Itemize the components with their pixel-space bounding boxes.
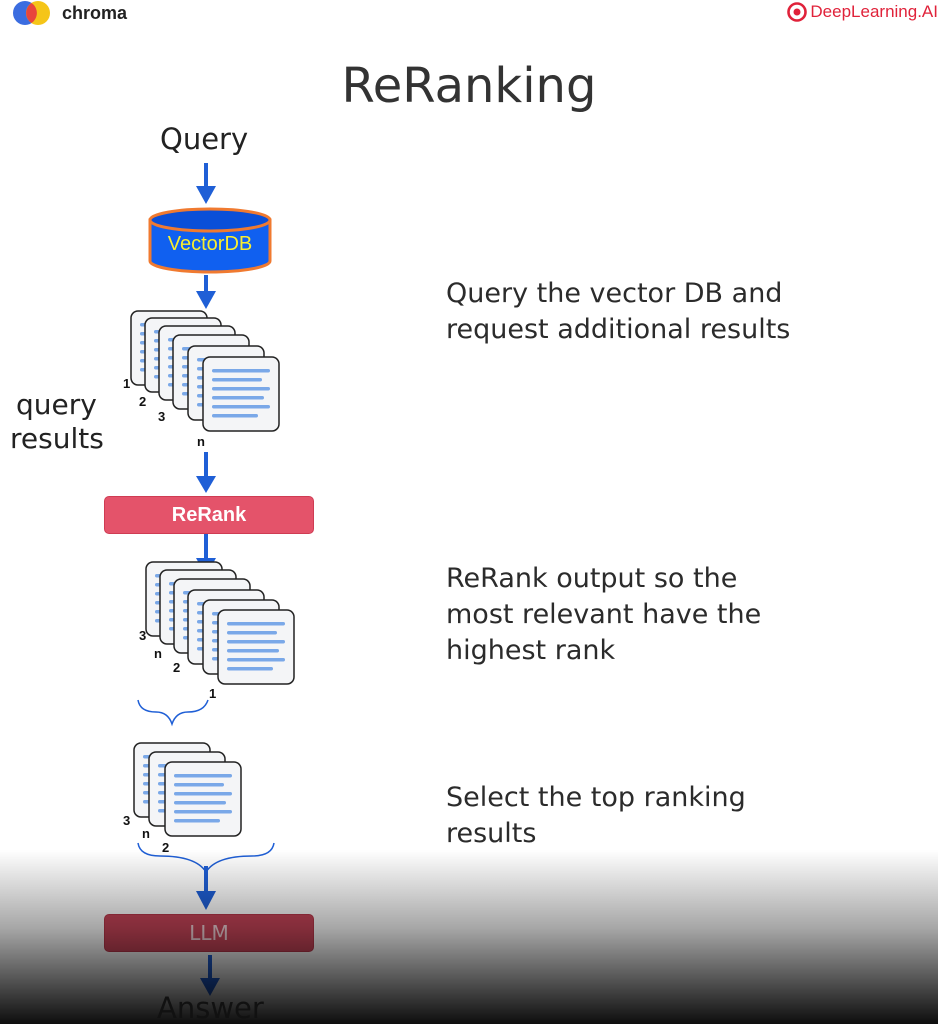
page-title: ReRanking: [341, 58, 597, 114]
rank-label: n: [197, 434, 205, 449]
chroma-brand-name: chroma: [62, 2, 128, 23]
query-results-stack: [130, 310, 280, 432]
rank-label: n: [154, 646, 162, 661]
rank-label: 2: [162, 840, 170, 855]
selection-brace: [137, 699, 209, 727]
chroma-logo-icon: [13, 1, 50, 25]
deeplearning-ai-logo: DeepLearning.AI: [787, 2, 938, 22]
query-results-label-line2: results: [10, 422, 104, 455]
arrow-llm-to-answer: [200, 955, 220, 996]
rank-label: 2: [139, 394, 147, 409]
rank-label: 3: [139, 628, 147, 643]
step1-line2: request additional results: [446, 314, 791, 345]
arrow-query-to-db: [196, 163, 216, 204]
step2-description: ReRank output so the most relevant have …: [446, 561, 916, 669]
deeplearning-ai-brand-name: DeepLearning.AI: [810, 2, 938, 21]
step2-line1: ReRank output so the: [446, 563, 738, 594]
chroma-logo: chroma: [12, 0, 127, 26]
step3-line2: results: [446, 818, 537, 849]
rerank-node: ReRank: [104, 496, 314, 534]
rank-label: n: [142, 826, 150, 841]
rank-label: 3: [158, 409, 166, 424]
selected-results-stack: [133, 742, 242, 837]
rank-label: 3: [123, 813, 131, 828]
step3-line1: Select the top ranking: [446, 782, 746, 813]
query-results-label-line1: query: [16, 388, 97, 421]
rank-label: 1: [123, 376, 131, 391]
rank-label: 2: [173, 660, 181, 675]
arrow-db-to-results: [196, 275, 216, 309]
reranked-results-stack: [145, 561, 295, 685]
answer-label: Answer: [157, 991, 264, 1025]
rank-label: 1: [209, 686, 217, 701]
deeplearning-ai-logo-icon: [787, 2, 808, 22]
vectordb-cylinder-icon: [148, 207, 272, 274]
vectordb-label: VectorDB: [167, 233, 253, 255]
llm-node: LLM: [104, 914, 314, 952]
arrow-results-to-rerank: [196, 452, 216, 493]
step3-description: Select the top ranking results: [446, 780, 916, 852]
step1-description: Query the vector DB and request addition…: [446, 276, 916, 348]
step2-line2: most relevant have the: [446, 599, 762, 630]
query-label: Query: [160, 122, 249, 156]
step2-line3: highest rank: [446, 635, 616, 666]
step1-line1: Query the vector DB and: [446, 278, 783, 309]
